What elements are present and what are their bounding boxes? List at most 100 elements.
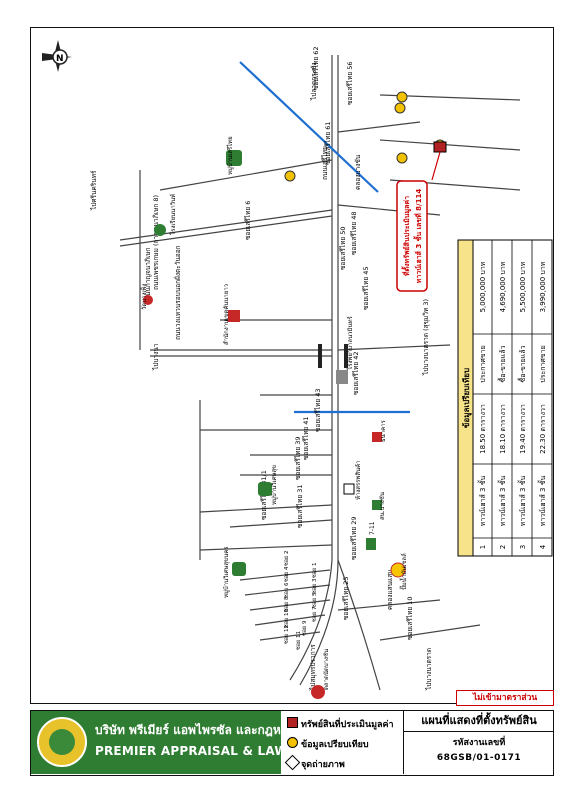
- comparable-swatch-icon: [287, 737, 298, 748]
- road-label-soi-6: ซอยเสรีไทย 6: [244, 201, 252, 240]
- landmark-seven: 7-11: [369, 521, 376, 535]
- landmark-village3: หมู่บ้านเสรีไทย: [226, 136, 234, 175]
- shell-icon: [390, 562, 406, 578]
- svg-text:ซอย 3: ซอย 3: [311, 578, 318, 594]
- svg-text:ซอย 1: ซอย 1: [311, 562, 318, 578]
- market-icon: [311, 685, 325, 699]
- comp-row-4-kind: ประกาศขาย: [539, 345, 547, 382]
- company-name-en: PREMIER APPRAISAL & LAW CO.,LTD.: [95, 744, 350, 758]
- village2-icon: [232, 562, 246, 576]
- road-label-ladkrabang: ไปลาดกระบัง: [310, 63, 318, 101]
- svg-text:ซอย 2: ซอย 2: [283, 550, 290, 566]
- road-label-to-samut: ไปสมุทรปราการ: [309, 644, 317, 691]
- map-title-box: แผนที่แสดงที่ตั้งทรัพย์สิน รหัสงานเลขที่…: [403, 711, 554, 774]
- village1-icon: [258, 482, 272, 496]
- landmark-village2: หมู่บ้านวิเศษสุขนคร: [223, 546, 230, 598]
- job-code: 68GSB/01-0171: [436, 753, 522, 763]
- svg-text:ซอย 8: ซอย 8: [283, 596, 290, 612]
- comp-row-3-type: ทาวน์เฮาส์ 3 ชั้น: [516, 476, 527, 527]
- company-banner: บริษัท พรีเมียร์ แอพไพรซัล และกฎหมาย จำก…: [31, 711, 350, 774]
- map-frame: [30, 27, 554, 704]
- police-icon: [372, 500, 382, 510]
- svg-text:ซอย 5: ซอย 5: [311, 592, 318, 608]
- road-label-sukhumvit: ไปบางนาตราด (สุขุมวิท 3): [422, 299, 430, 376]
- comp-row-1-kind: ประกาศขาย: [479, 345, 487, 382]
- road-label-soi-10: ซอยเสรีไทย 10: [406, 596, 414, 640]
- comp-row-4-no: 4: [539, 544, 547, 549]
- north-arrow-icon: N: [42, 40, 72, 72]
- legend: ทรัพย์สินที่ประเมินมูลค่า ข้อมูลเปรียบเท…: [283, 711, 401, 774]
- landmark-market: ตลาดนัดบางชัน: [323, 649, 330, 690]
- road-label-soi-43: ซอยเสรีไทย 43: [314, 388, 322, 432]
- landmark-school: โรงเรียนนาวินท์: [169, 194, 177, 235]
- landmark-hospital: โรงพยาบาลนวมินทร์: [346, 315, 354, 370]
- road-label-khlong: คลองบางชัน: [354, 154, 362, 190]
- comp-row-2-price: 4,690,000 บาท: [499, 261, 507, 312]
- legend-item-comparable: ข้อมูลเปรียบเทียบ: [287, 737, 369, 751]
- school-icon: [154, 224, 166, 236]
- road-label-soi-48: ซอยเสรีไทย 48: [350, 211, 358, 255]
- not-to-scale-note: ไม่เข้ามาตราส่วน: [456, 690, 554, 706]
- comp-row-2-no: 2: [499, 545, 507, 549]
- road-label-soi-41: ซอยเสรีไทย 41: [302, 416, 310, 460]
- svg-text:ซอย 12: ซอย 12: [283, 625, 290, 644]
- comp-row-4-area: 22.30 ตารางวา: [539, 404, 547, 454]
- photo-point-icon: [284, 754, 301, 771]
- road-label-soi-39: ซอยเสรีไทย 39: [294, 436, 302, 480]
- svg-text:ซอย 6: ซอย 6: [283, 582, 290, 598]
- road-label-phetkasem: ถนนเพชรเกษม (กาญจนาภิเษก 8): [152, 195, 160, 290]
- landmark-village1: หมู่บ้านวิเศษสุข: [271, 465, 278, 505]
- road-label-soi-62: ซอยเสรีไทย 62: [312, 46, 320, 90]
- comp-row-2-type: ทาวน์เฮาส์ 3 ชั้น: [496, 476, 507, 527]
- road-label-soi-61: ซอยเสรีไทย 61: [324, 121, 332, 165]
- road-label-to-srinakarin: ไปศรีนครินทร์: [90, 170, 98, 211]
- comparable-marker-1: [396, 91, 408, 103]
- road-label-soi-29: ซอยเสรีไทย 29: [350, 516, 358, 560]
- svg-text:ซอย 7: ซอย 7: [311, 606, 318, 622]
- comp-row-4-type: ทาวน์เฮาส์ 3 ชั้น: [536, 476, 547, 527]
- legend-item-photo: จุดถ่ายภาพ: [284, 754, 345, 771]
- landmark-bank: ธนาคาร: [380, 419, 387, 442]
- comp-row-4-price: 3,990,000 บาท: [539, 261, 547, 312]
- soi-number-labels: ซอย 2 ซอย 4 ซอย 6 ซอย 8 ซอย 10 ซอย 12 ซอ…: [283, 550, 318, 650]
- legend-item-subject: ทรัพย์สินที่ประเมินมูลค่า: [287, 717, 394, 731]
- comp-row-3-no: 3: [519, 545, 527, 549]
- comparables-table: ข้อมูลเปรียบเทียบ 1 ทาวน์เฮาส์ 3 ชั้น 18…: [457, 239, 553, 557]
- comparables-title: ข้อมูลเปรียบเทียบ: [461, 368, 472, 428]
- hospital-icon: [336, 370, 348, 384]
- road-label-soi-45: ซอยเสรีไทย 45: [362, 266, 370, 310]
- road-label-soi-31: ซอยเสรีไทย 31: [296, 484, 304, 528]
- seven-eleven-icon: [366, 538, 376, 550]
- road-label-to-bangna: ไปบางนา: [152, 343, 160, 371]
- company-logo: [37, 717, 87, 767]
- comp-row-3-price: 5,500,000 บาท: [519, 261, 527, 312]
- road-label-soi-56: ซอยเสรีไทย 56: [346, 61, 354, 105]
- comparable-markers: [284, 91, 446, 182]
- north-label: N: [56, 54, 64, 64]
- village-icon: [226, 150, 242, 166]
- svg-text:ทาวน์เฮาส์ 3 ชั้น เลขที่ 8/114: ทาวน์เฮาส์ 3 ชั้น เลขที่ 8/114: [412, 189, 423, 284]
- company-name-th: บริษัท พรีเมียร์ แอพไพรซัล และกฎหมาย จำก…: [95, 723, 336, 737]
- landmark-office: สำนักงานเขตคันนายาว: [223, 284, 230, 345]
- comparable-marker-2: [394, 102, 406, 114]
- subject-property-marker: [433, 141, 447, 153]
- office-icon: [228, 310, 240, 322]
- bank-icon: [372, 432, 382, 442]
- road-label-seri-thai: ถนนเสรีไทย: [321, 146, 329, 180]
- road-label-soi-42: ซอยเสรีไทย 42: [352, 351, 360, 395]
- comparable-marker-4: [284, 170, 296, 182]
- bridge-icon-2: [344, 344, 348, 368]
- road-label-bangna-trad: ไปบางนาตราด: [425, 648, 433, 691]
- comparable-marker-3: [396, 152, 408, 164]
- svg-text:ที่ตั้งทรัพย์สินประเมินมูลค่า: ที่ตั้งทรัพย์สินประเมินมูลค่า: [400, 196, 412, 276]
- comp-row-1-price: 5,000,000 บาท: [479, 261, 487, 312]
- code-label: รหัสงานเลขที่: [452, 738, 506, 748]
- subject-label-box: ที่ตั้งทรัพย์สินประเมินมูลค่า ทาวน์เฮาส์…: [396, 180, 428, 292]
- comp-row-1-no: 1: [479, 545, 487, 549]
- svg-text:ซอย 4: ซอย 4: [283, 566, 290, 582]
- landmark-mall: ห้างสรรพสินค้า: [355, 461, 362, 500]
- bridge-icon: [318, 344, 322, 368]
- road-label-kanchanaphisek: ถนนกาญจนาภิเษก: [144, 247, 152, 300]
- svg-text:ซอย 10: ซอย 10: [283, 608, 290, 628]
